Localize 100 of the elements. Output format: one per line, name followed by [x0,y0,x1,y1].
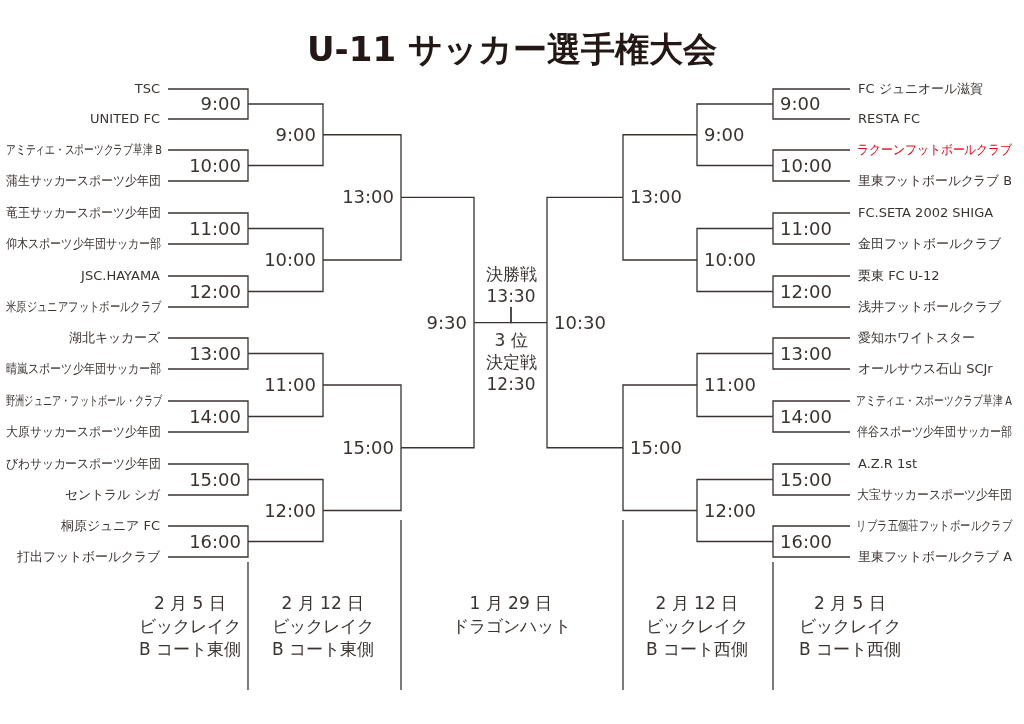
bracket-line [167,227,249,245]
bracket-line [167,164,249,182]
bracket-line [772,227,851,245]
match-time: 16:00 [773,531,836,552]
match-time: 11:00 [697,375,760,395]
bracket-line [247,103,324,136]
match-title: 3 位 [494,328,528,351]
bracket-line [622,196,698,261]
match-time: 13:30 [486,284,536,307]
bracket-line [247,352,324,386]
team-name: びわサッカースポーツ少年団 [6,454,168,474]
bracket-line [247,478,324,512]
match-time: 11:00 [260,375,323,395]
match-time: 12:30 [486,372,536,395]
bracket-line [400,321,475,449]
bracket-line [696,352,774,386]
bracket-line [247,259,324,293]
match-time: 13:00 [185,343,248,364]
venue-label: ビックレイク [646,615,748,637]
bracket-line [546,321,624,449]
bracket-line [167,540,249,558]
date-label: 2 月 12 日 [281,592,365,614]
bracket-line [247,509,324,543]
team-name: 伴谷スポーツ少年団サッカー部 [850,422,1012,442]
bracket-line [772,290,851,308]
team-name: FC.SETA 2002 SHIGA [850,203,994,223]
date-label: 2 月 5 日 [814,592,886,614]
match-time: 9:30 [422,312,474,333]
match-time: 15:00 [185,469,248,490]
match-time: 12:00 [260,500,323,521]
bracket-line [167,337,249,355]
bracket-line [247,134,324,167]
date-label: 2 月 5 日 [154,592,226,614]
bracket-line [772,212,851,230]
match-time: 14:00 [185,406,248,427]
bracket-line [772,275,851,293]
match-time: 10:00 [773,155,836,176]
venue-label: ビックレイク [272,615,374,637]
bracket-line [696,509,774,543]
team-name: 里東フットボールクラブ A [850,547,1013,567]
bracket-line [622,447,698,512]
bracket-line [772,400,851,418]
team-name: 栗東 FC U-12 [850,266,940,286]
match-time: 11:00 [773,218,836,239]
team-name: 里東フットボールクラブ B [850,171,1013,191]
bracket-line [247,384,324,418]
team-name: 愛知ホワイトスター [850,328,975,348]
team-name: オールサウス石山 SCJr [850,359,993,379]
bracket-line [167,478,249,496]
team-name: 桐原ジュニア FC [61,516,168,536]
bracket-line [167,290,249,308]
match-time: 12:00 [185,281,248,302]
bracket-line [772,352,851,370]
bracket-line [510,306,548,324]
match-time: 9:00 [196,94,248,114]
match-time: 9:00 [697,124,749,145]
bracket-line [696,384,774,418]
bracket-line [696,478,774,512]
venue-label: ビックレイク [139,615,241,637]
bracket-line [400,196,475,324]
bracket-line [322,447,402,512]
bracket-line [167,415,249,433]
bracket-line [696,103,774,136]
match-time: 15:00 [623,437,686,458]
bracket-line [696,134,774,167]
venue-label: B コート西側 [799,638,902,660]
bracket-line [772,540,851,558]
match-time: 14:00 [773,406,836,427]
bracket-line [167,149,249,167]
team-name: 仰木スポーツ少年団サッカー部 [6,234,168,254]
bracket-line [772,337,851,355]
team-name: 晴嵐スポーツ少年団サッカー部 [6,359,168,379]
venue-label: B コート西側 [646,638,749,660]
team-name: 大宝サッカースポーツ少年団 [850,485,1012,505]
bracket-line [167,463,249,481]
team-name: UNITED FC [90,109,168,129]
venue-label: ビックレイク [799,615,901,637]
team-name: アミティエ・スポーツクラブ草津 B [5,140,168,160]
match-time: 16:00 [185,531,248,552]
bracket-line [322,196,402,261]
match-time: 12:00 [773,281,836,302]
match-time: 10:30 [547,312,610,333]
team-name: A.Z.R 1st [850,454,918,474]
match-time: 13:00 [773,343,836,364]
team-name: 野洲ジュニア・フットボール・クラブ [6,391,168,411]
bracket-line [622,134,698,199]
match-title: 決勝戦 [485,262,537,285]
team-name: FC ジュニオール滋賀 [850,79,983,99]
bracket-line [772,463,851,481]
team-name: 金田フットボールクラブ [850,234,1001,254]
bracket-line [772,478,851,496]
team-name: 米原ジュニアフットボールクラブ [6,297,168,317]
bracket-line [167,525,249,543]
team-name: TSC [134,79,168,99]
team-name: アミティエ・スポーツクラブ草津 A [850,391,1012,411]
bracket-line [247,227,324,261]
bracket-line [322,134,402,199]
bracket-line [696,227,774,261]
bracket-line [322,384,402,449]
bracket-line [772,525,851,543]
